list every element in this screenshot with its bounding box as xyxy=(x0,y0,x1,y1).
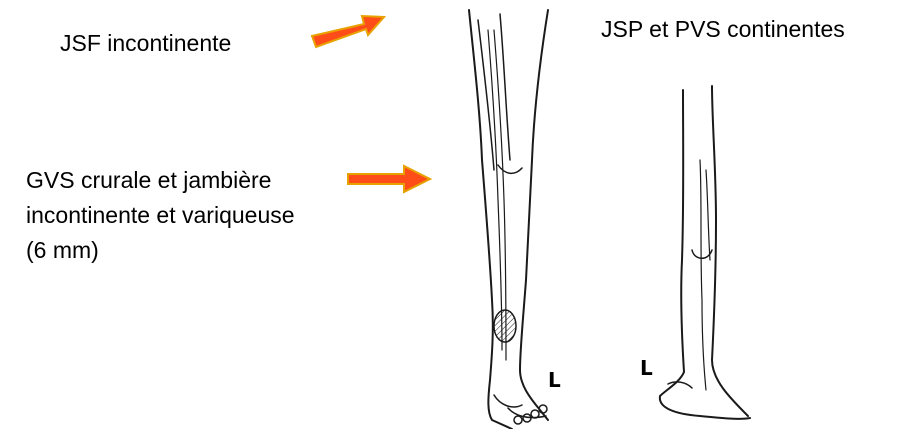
arrow-to-gvs xyxy=(348,166,430,192)
varicose-vein-marker xyxy=(494,310,516,342)
arrow-to-jsf xyxy=(312,16,384,47)
back-leg-drawing xyxy=(660,86,750,419)
side-marker-front: L xyxy=(548,368,561,392)
side-marker-back: L xyxy=(640,356,653,380)
front-leg-drawing xyxy=(469,10,548,429)
